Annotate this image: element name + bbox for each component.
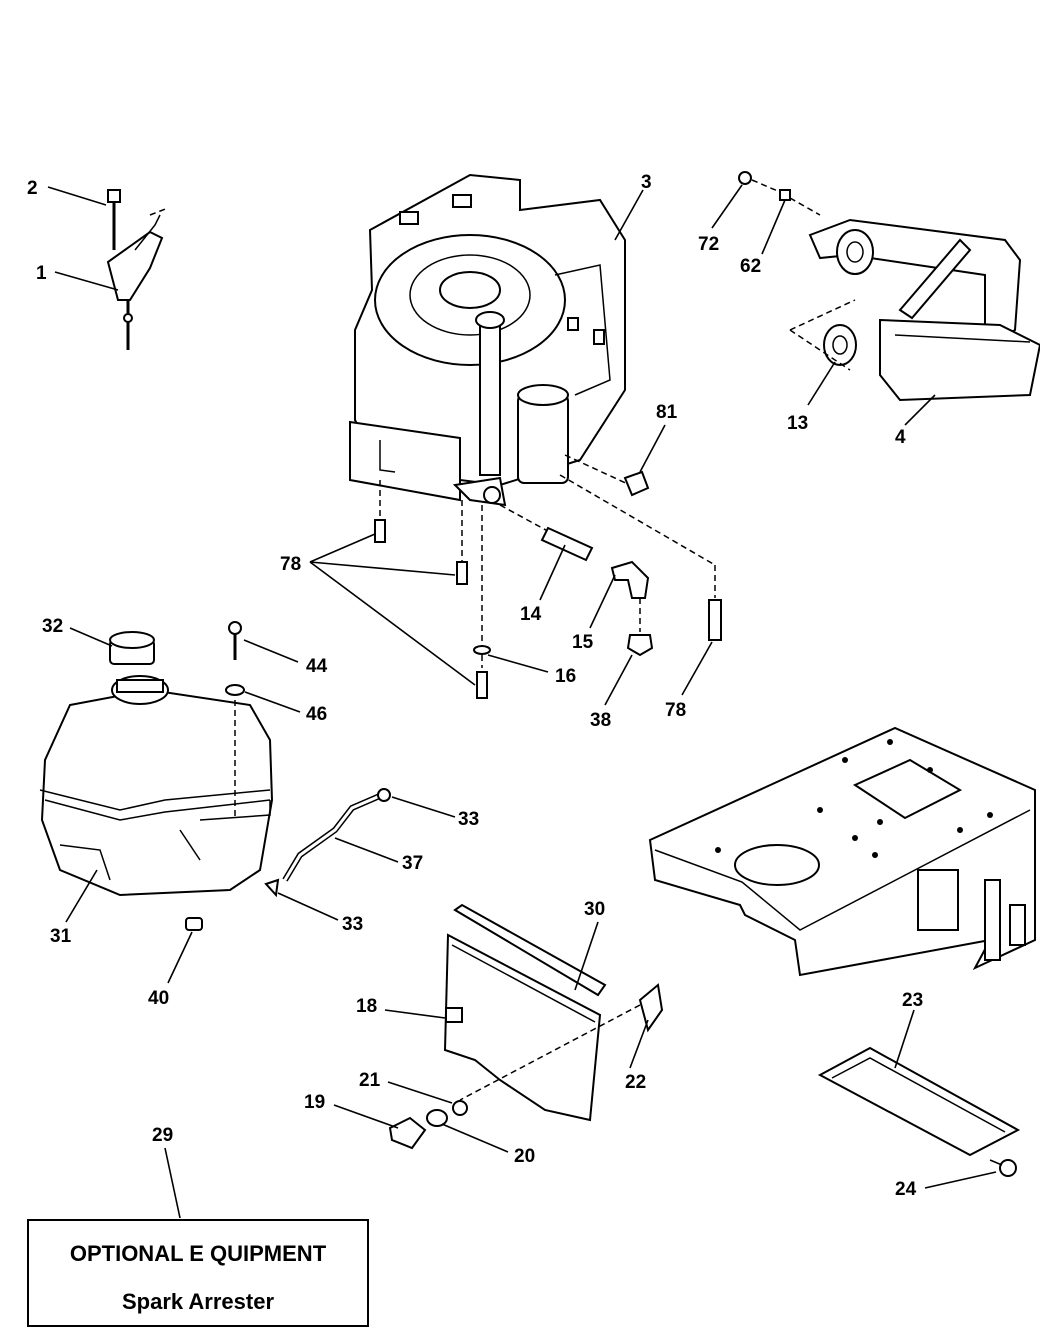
callout-44: 44 [306, 656, 328, 677]
callout-40: 40 [148, 988, 169, 1009]
callout-31: 31 [50, 926, 72, 947]
callout-38: 38 [590, 710, 611, 731]
callout-33-lower: 33 [342, 914, 363, 935]
callout-1: 1 [36, 263, 47, 284]
fuel-hose-part [185, 788, 391, 931]
optional-equipment-title: OPTIONAL E QUIPMENT [69, 1241, 327, 1266]
optional-equipment-subtitle: Spark Arrester [121, 1289, 275, 1314]
callout-30: 30 [584, 899, 605, 920]
callout-19: 19 [304, 1092, 325, 1113]
heat-shield-part [388, 903, 664, 1150]
callout-32: 32 [42, 616, 63, 637]
callout-21: 21 [359, 1070, 381, 1091]
callout-72: 72 [698, 234, 719, 255]
callout-37: 37 [402, 853, 423, 874]
callout-29: 29 [152, 1125, 173, 1146]
engine-part [349, 173, 626, 507]
callout-78-left: 78 [280, 554, 301, 575]
callout-62: 62 [740, 256, 761, 277]
callout-15: 15 [572, 632, 594, 653]
callout-16: 16 [555, 666, 576, 687]
fuel-tank-part [39, 631, 274, 897]
callout-2: 2 [27, 178, 38, 199]
callout-13: 13 [787, 413, 808, 434]
chassis-frame-part [648, 726, 1036, 977]
mounting-bolts-part [374, 474, 722, 699]
callout-14: 14 [520, 604, 542, 625]
cover-plate-part [817, 1046, 1021, 1177]
callout-22: 22 [625, 1072, 646, 1093]
fuel-fittings-part [499, 454, 654, 657]
callout-46: 46 [306, 704, 327, 725]
callout-18: 18 [356, 996, 377, 1017]
callout-3: 3 [641, 172, 652, 193]
callout-81: 81 [656, 402, 678, 423]
callout-33-upper: 33 [458, 809, 479, 830]
tank-bolt-part [225, 621, 245, 820]
callout-24: 24 [895, 1179, 917, 1200]
muffler-part [738, 171, 1040, 402]
optional-equipment-box: OPTIONAL E QUIPMENT Spark Arrester [27, 1219, 369, 1327]
throttle-bracket-part [106, 189, 169, 350]
leader-lines [47, 184, 997, 1219]
callout-23: 23 [902, 990, 923, 1011]
callout-20: 20 [514, 1146, 535, 1167]
callout-78-right: 78 [665, 700, 686, 721]
callout-4: 4 [895, 427, 906, 448]
